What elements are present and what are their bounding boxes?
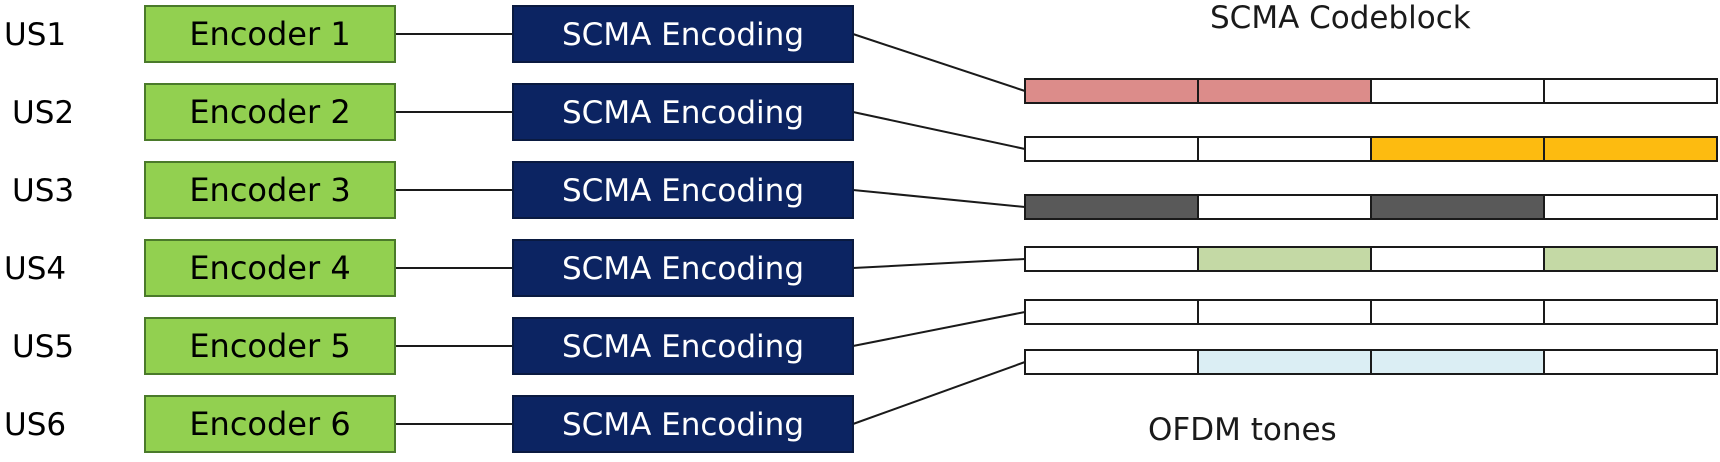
ofdm-tone-cell — [1024, 194, 1199, 220]
codeblock-row — [1024, 246, 1718, 272]
scma-to-codeblock-line — [852, 361, 1026, 425]
scma-encoding-label: SCMA Encoding — [562, 251, 804, 287]
ofdm-tone-cell — [1543, 246, 1718, 272]
encoder-label: Encoder 5 — [189, 327, 350, 365]
encoder-label: Encoder 1 — [189, 15, 350, 53]
scma-encoding-box — [512, 395, 854, 453]
encoder-label: Encoder 2 — [189, 93, 350, 131]
encoder-box — [144, 239, 396, 297]
user-row-5: US5 Encoder 5 SCMA Encoding — [12, 299, 1718, 375]
ofdm-tone-cell — [1543, 349, 1718, 375]
scma-encoding-label: SCMA Encoding — [562, 407, 804, 443]
scma-encoding-box — [512, 83, 854, 141]
user-label: US1 — [4, 17, 66, 53]
codeblock-row — [1024, 136, 1718, 162]
ofdm-tone-cell — [1543, 136, 1718, 162]
ofdm-tone-cell — [1370, 299, 1545, 325]
ofdm-tones-label: OFDM tones — [1148, 412, 1337, 448]
scma-encoding-label: SCMA Encoding — [562, 329, 804, 365]
scma-encoding-box — [512, 239, 854, 297]
scma-encoding-label: SCMA Encoding — [562, 17, 804, 53]
ofdm-tone-cell — [1197, 194, 1372, 220]
codeblock-row — [1024, 78, 1718, 104]
encoder-box — [144, 395, 396, 453]
ofdm-tone-cell — [1370, 349, 1545, 375]
user-label: US6 — [4, 407, 66, 443]
user-row-2: US2 Encoder 2 SCMA Encoding — [12, 83, 1718, 162]
codeblock-row — [1024, 349, 1718, 375]
scma-to-codeblock-line — [852, 258, 1026, 269]
user-label: US3 — [12, 173, 74, 209]
ofdm-tone-cell — [1024, 299, 1199, 325]
scma-to-codeblock-line — [852, 33, 1026, 92]
ofdm-tone-cell — [1024, 78, 1199, 104]
ofdm-tone-cell — [1197, 246, 1372, 272]
ofdm-tone-cell — [1370, 246, 1545, 272]
encoder-label: Encoder 3 — [189, 171, 350, 209]
ofdm-tone-cell — [1370, 136, 1545, 162]
encoder-label: Encoder 4 — [189, 249, 350, 287]
encoder-box — [144, 5, 396, 63]
codeblock-title: SCMA Codeblock — [1210, 0, 1471, 36]
encoder-label: Encoder 6 — [189, 405, 350, 443]
ofdm-tone-cell — [1197, 78, 1372, 104]
user-row-6: US6 Encoder 6 SCMA Encoding — [4, 349, 1718, 453]
ofdm-tone-cell — [1543, 78, 1718, 104]
connector-lines — [395, 33, 1026, 425]
scma-encoding-box — [512, 161, 854, 219]
encoder-box — [144, 317, 396, 375]
codeblock-row — [1024, 299, 1718, 325]
scma-encoding-box — [512, 5, 854, 63]
ofdm-tone-cell — [1370, 194, 1545, 220]
codeblock-row — [1024, 194, 1718, 220]
encoder-box — [144, 83, 396, 141]
encoder-box — [144, 161, 396, 219]
scma-encoding-box — [512, 317, 854, 375]
user-row-1: US1 Encoder 1 SCMA Encoding — [4, 5, 1718, 104]
ofdm-tone-cell — [1197, 136, 1372, 162]
ofdm-tone-cell — [1543, 194, 1718, 220]
scma-to-codeblock-line — [852, 311, 1026, 347]
ofdm-tone-cell — [1543, 299, 1718, 325]
ofdm-tone-cell — [1024, 136, 1199, 162]
scma-to-codeblock-line — [852, 189, 1026, 208]
user-row-4: US4 Encoder 4 SCMA Encoding — [4, 239, 1718, 297]
scma-encoding-label: SCMA Encoding — [562, 173, 804, 209]
user-label: US5 — [12, 329, 74, 365]
ofdm-tone-cell — [1024, 246, 1199, 272]
user-label: US4 — [4, 251, 66, 287]
user-label: US2 — [12, 95, 74, 131]
scma-encoding-label: SCMA Encoding — [562, 95, 804, 131]
scma-to-codeblock-line — [852, 111, 1026, 150]
ofdm-tone-cell — [1197, 349, 1372, 375]
user-row-3: US3 Encoder 3 SCMA Encoding — [12, 161, 1718, 220]
ofdm-tone-cell — [1024, 349, 1199, 375]
ofdm-tone-cell — [1370, 78, 1545, 104]
ofdm-tone-cell — [1197, 299, 1372, 325]
